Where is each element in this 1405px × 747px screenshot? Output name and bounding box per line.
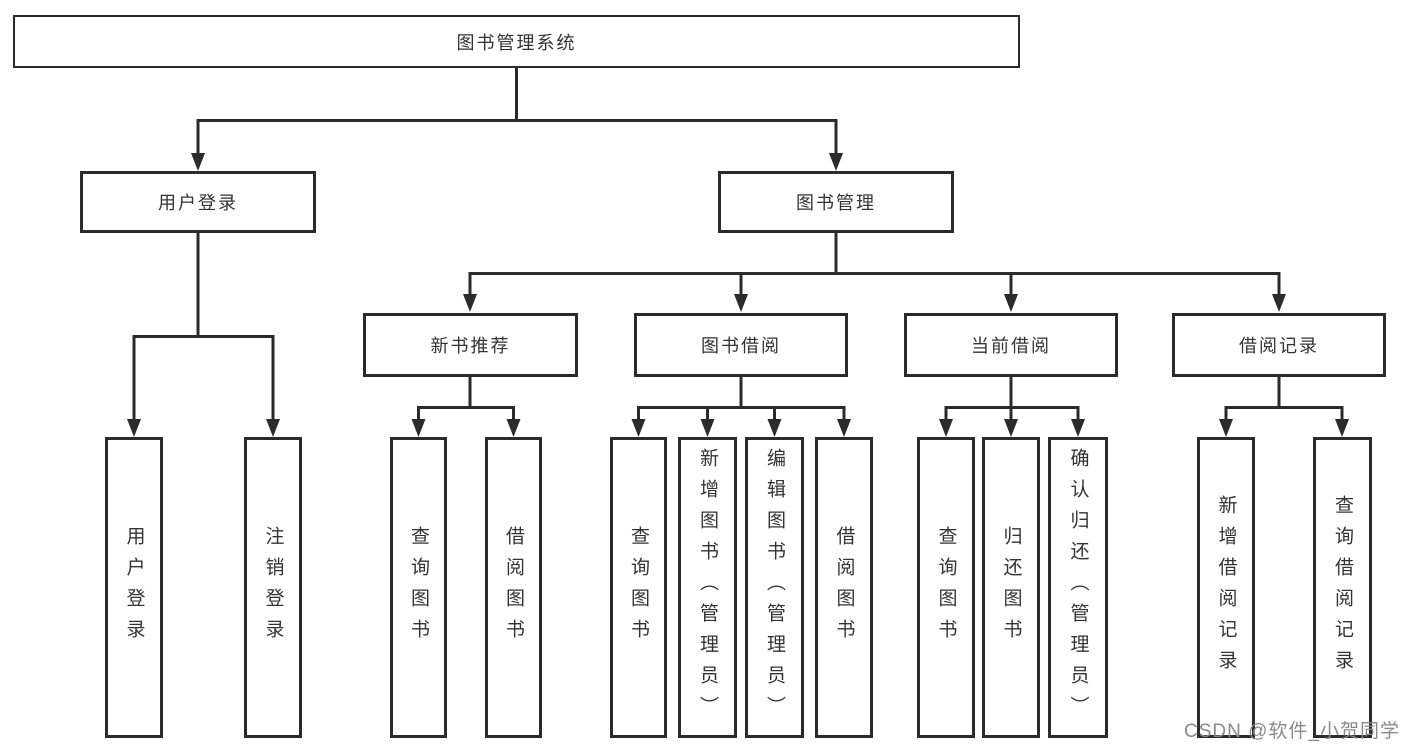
node-book-borrow: 图书借阅 — [634, 313, 848, 377]
connector-recommend-to-leaves — [417, 377, 515, 419]
arrow-down-icon — [767, 419, 782, 437]
leaf-current-confirm-return-admin-label: 确认归还（管理员） — [1067, 448, 1089, 727]
leaf-current-query-books: 查询图书 — [917, 437, 975, 738]
arrow-down-icon — [837, 419, 851, 437]
arrow-down-icon — [463, 294, 477, 312]
leaf-borrow-borrow-books-label: 借阅图书 — [833, 525, 855, 650]
arrow-down-icon — [829, 153, 843, 171]
connector-root-to-level2 — [196, 68, 838, 153]
leaf-recommend-borrow-books-label: 借阅图书 — [503, 525, 524, 650]
node-borrow-records-label: 借阅记录 — [1239, 336, 1319, 356]
connector-mgmt-to-level3 — [468, 233, 1281, 295]
leaf-recommend-query-books: 查询图书 — [390, 437, 447, 738]
arrow-down-icon — [1272, 294, 1286, 312]
leaf-current-query-books-label: 查询图书 — [935, 525, 957, 650]
arrow-down-icon — [700, 419, 715, 437]
arrow-down-icon — [506, 419, 521, 437]
connector-records-to-leaves — [1224, 377, 1344, 419]
node-root-system-label: 图书管理系统 — [456, 32, 577, 53]
connector-user-to-leaves — [132, 233, 275, 419]
leaf-recommend-query-books-label: 查询图书 — [408, 525, 429, 650]
leaf-records-query-record-label: 查询借阅记录 — [1332, 494, 1353, 681]
leaf-borrow-add-books-admin: 新增图书（管理员） — [678, 437, 737, 738]
arrow-down-icon — [127, 419, 141, 437]
leaf-user-login: 用户登录 — [105, 437, 163, 738]
arrow-down-icon — [631, 419, 646, 437]
node-new-book-recommend: 新书推荐 — [363, 313, 578, 377]
leaf-borrow-query-books: 查询图书 — [610, 437, 667, 738]
connector-borrow-to-leaves — [637, 377, 846, 419]
node-borrow-records: 借阅记录 — [1172, 313, 1386, 377]
leaf-borrow-edit-books-admin: 编辑图书（管理员） — [745, 437, 804, 738]
node-book-management: 图书管理 — [718, 171, 954, 233]
leaf-current-return-books-label: 归还图书 — [1000, 525, 1022, 650]
leaf-current-confirm-return-admin: 确认归还（管理员） — [1048, 437, 1108, 738]
arrow-down-icon — [939, 419, 953, 437]
leaf-user-login-label: 用户登录 — [123, 525, 145, 650]
leaf-current-return-books: 归还图书 — [982, 437, 1040, 738]
arrow-down-icon — [1219, 419, 1233, 437]
arrow-down-icon — [191, 153, 205, 171]
leaf-borrow-add-books-admin-label: 新增图书（管理员） — [697, 448, 718, 727]
node-book-borrow-label: 图书借阅 — [701, 336, 781, 356]
leaf-borrow-query-books-label: 查询图书 — [628, 525, 649, 650]
leaf-borrow-borrow-books: 借阅图书 — [815, 437, 873, 738]
leaf-recommend-borrow-books: 借阅图书 — [485, 437, 542, 738]
connector-current-to-leaves — [944, 377, 1080, 419]
arrow-down-icon — [266, 419, 280, 437]
leaf-borrow-edit-books-admin-label: 编辑图书（管理员） — [764, 448, 785, 727]
arrow-down-icon — [1004, 419, 1018, 437]
arrow-down-icon — [734, 294, 748, 312]
arrow-down-icon — [411, 419, 426, 437]
node-current-borrow: 当前借阅 — [904, 313, 1118, 377]
leaf-logout-label: 注销登录 — [262, 525, 284, 650]
leaf-records-add-record-label: 新增借阅记录 — [1215, 494, 1237, 681]
node-new-book-recommend-label: 新书推荐 — [430, 336, 511, 356]
leaf-logout: 注销登录 — [244, 437, 302, 738]
arrow-down-icon — [1004, 294, 1018, 312]
leaf-records-query-record: 查询借阅记录 — [1313, 437, 1372, 738]
node-book-management-label: 图书管理 — [796, 193, 876, 213]
node-user-login-label: 用户登录 — [158, 193, 238, 213]
node-current-borrow-label: 当前借阅 — [971, 336, 1051, 356]
watermark: CSDN @软件_小贺同学 — [1184, 721, 1400, 742]
arrow-down-icon — [1335, 419, 1349, 437]
node-root-system: 图书管理系统 — [13, 15, 1020, 68]
leaf-records-add-record: 新增借阅记录 — [1197, 437, 1255, 738]
arrow-down-icon — [1071, 419, 1085, 437]
node-user-login: 用户登录 — [80, 171, 316, 233]
